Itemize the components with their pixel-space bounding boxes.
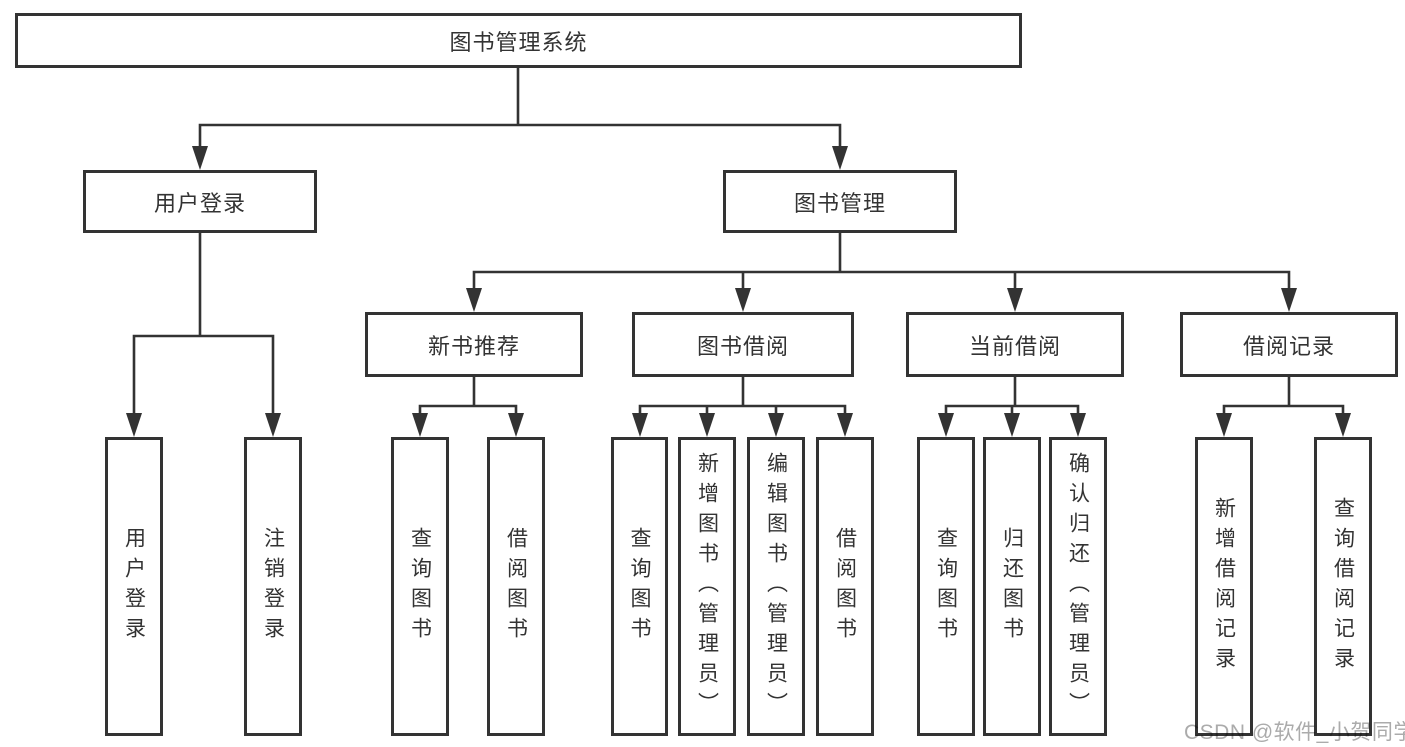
node-borrowing-records-label: 借阅记录: [1242, 333, 1335, 359]
leaf-query-borrow-record-label: 查询借阅记录: [1331, 496, 1355, 677]
arrowhead: [126, 413, 142, 437]
leaf-add-books-admin: 新增图书（管理员）: [678, 437, 736, 736]
arrowhead: [192, 146, 208, 170]
node-root-label: 图书管理系统: [449, 29, 588, 55]
arrowhead: [1070, 413, 1086, 437]
leaf-borrowing-borrow-books: 借阅图书: [816, 437, 874, 736]
connector-bookmgmt-to-level3: [466, 231, 1297, 312]
leaf-recommend-query-books-label: 查询图书: [408, 526, 432, 647]
arrowhead: [768, 413, 784, 437]
arrowhead: [265, 413, 281, 437]
node-current-borrowing-label: 当前借阅: [968, 333, 1061, 359]
arrowhead: [1007, 288, 1023, 312]
connector-root-to-level2: [192, 66, 848, 170]
node-user-login-label: 用户登录: [153, 190, 246, 216]
leaf-user-login-label: 用户登录: [122, 526, 146, 647]
leaf-query-borrow-record: 查询借阅记录: [1314, 437, 1372, 736]
leaf-borrowing-query-books: 查询图书: [611, 437, 668, 736]
node-book-management: 图书管理: [723, 170, 957, 233]
leaf-confirm-return-admin: 确认归还（管理员）: [1049, 437, 1107, 736]
leaf-add-borrow-record: 新增借阅记录: [1195, 437, 1253, 736]
leaf-logout: 注销登录: [244, 437, 302, 736]
node-new-book-recommend: 新书推荐: [365, 312, 583, 377]
arrowhead: [699, 413, 715, 437]
leaf-recommend-borrow-books: 借阅图书: [487, 437, 545, 736]
arrowhead: [412, 413, 428, 437]
leaf-add-borrow-record-label: 新增借阅记录: [1212, 496, 1236, 677]
arrowhead: [1335, 413, 1351, 437]
leaf-recommend-borrow-books-label: 借阅图书: [504, 526, 528, 647]
connector-newbookrec-to-leaves: [412, 375, 524, 437]
node-user-login: 用户登录: [83, 170, 317, 233]
watermark: CSDN @软件_小贺同学: [1184, 721, 1405, 744]
leaf-current-query-books: 查询图书: [917, 437, 975, 736]
arrowhead: [466, 288, 482, 312]
node-new-book-recommend-label: 新书推荐: [427, 333, 520, 359]
leaf-return-books: 归还图书: [983, 437, 1041, 736]
leaf-add-books-admin-label: 新增图书（管理员）: [695, 451, 719, 722]
node-book-management-label: 图书管理: [793, 190, 886, 216]
arrowhead: [938, 413, 954, 437]
arrowhead: [508, 413, 524, 437]
leaf-borrowing-borrow-books-label: 借阅图书: [833, 526, 857, 647]
arrowhead: [1216, 413, 1232, 437]
node-book-borrowing-label: 图书借阅: [696, 333, 789, 359]
arrowhead: [735, 288, 751, 312]
leaf-confirm-return-admin-label: 确认归还（管理员）: [1066, 451, 1090, 722]
node-current-borrowing: 当前借阅: [906, 312, 1124, 377]
node-root: 图书管理系统: [15, 13, 1022, 68]
arrowhead: [832, 146, 848, 170]
leaf-current-query-books-label: 查询图书: [934, 526, 958, 647]
connector-bookborrow-to-leaves: [632, 375, 853, 437]
leaf-edit-books-admin-label: 编辑图书（管理员）: [764, 451, 788, 722]
leaf-edit-books-admin: 编辑图书（管理员）: [747, 437, 805, 736]
leaf-return-books-label: 归还图书: [1000, 526, 1024, 647]
arrowhead: [1004, 413, 1020, 437]
connector-borrowrecords-to-leaves: [1216, 375, 1351, 437]
connector-userlogin-to-leaves: [126, 231, 281, 437]
connector-currentborrow-to-leaves: [938, 375, 1086, 437]
leaf-user-login: 用户登录: [105, 437, 163, 736]
arrowhead: [1281, 288, 1297, 312]
arrowhead: [632, 413, 648, 437]
leaf-recommend-query-books: 查询图书: [391, 437, 449, 736]
arrowhead: [837, 413, 853, 437]
leaf-logout-label: 注销登录: [261, 526, 285, 647]
node-book-borrowing: 图书借阅: [632, 312, 854, 377]
node-borrowing-records: 借阅记录: [1180, 312, 1398, 377]
leaf-borrowing-query-books-label: 查询图书: [628, 526, 652, 647]
